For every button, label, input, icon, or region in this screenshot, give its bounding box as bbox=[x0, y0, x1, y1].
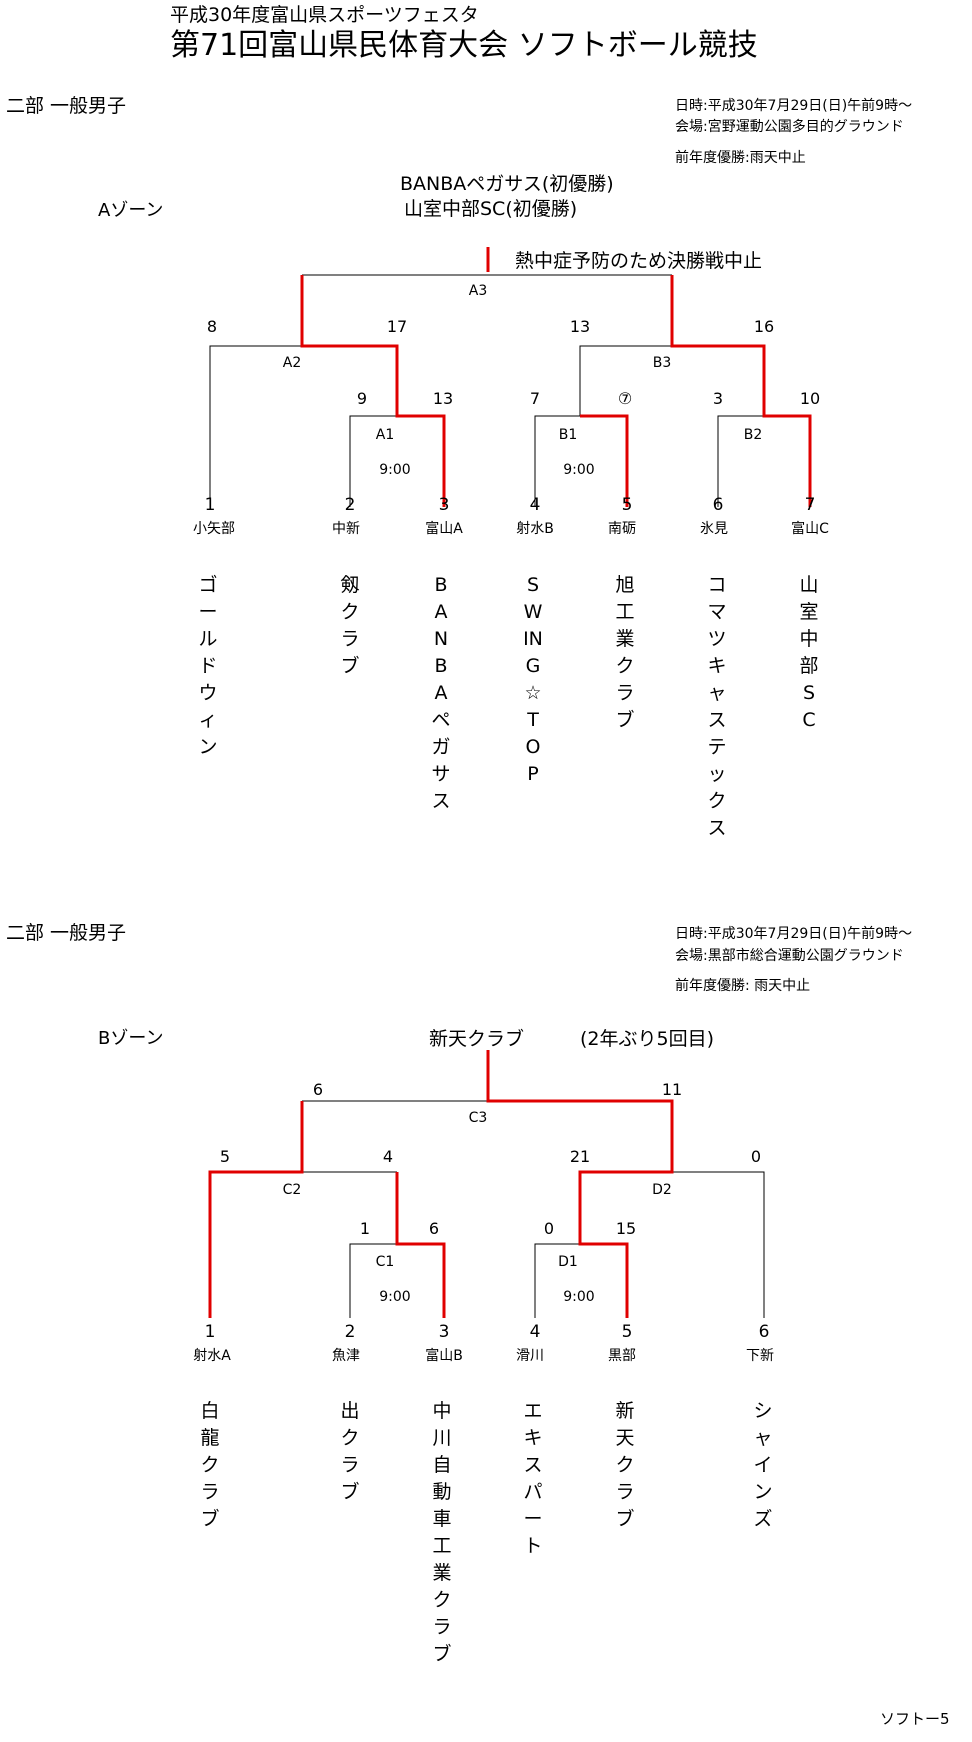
match-time-c1: 9:00 bbox=[379, 1289, 411, 1305]
score-a2-left: 8 bbox=[206, 317, 218, 336]
team-num-a3: 3 bbox=[438, 495, 450, 515]
team-area-a6: 氷見 bbox=[700, 521, 728, 537]
match-time-d1: 9:00 bbox=[563, 1289, 595, 1305]
team-num-b4: 4 bbox=[529, 1322, 541, 1342]
score-a1-right: 13 bbox=[432, 389, 454, 408]
team-area-a4: 射水B bbox=[516, 521, 554, 537]
team-name-b5: 新天クラブ bbox=[615, 1400, 635, 1530]
match-label-b3: B3 bbox=[652, 355, 672, 371]
team-area-b4: 滑川 bbox=[516, 1348, 544, 1364]
team-area-a3: 富山A bbox=[425, 521, 463, 537]
team-num-a5: 5 bbox=[621, 495, 633, 515]
team-name-a2: 剱クラブ bbox=[340, 574, 360, 677]
team-area-a2: 中新 bbox=[332, 521, 360, 537]
team-num-b2: 2 bbox=[344, 1322, 356, 1342]
prev-winner-text-a: 前年度優勝:雨天中止 bbox=[675, 150, 806, 166]
score-d1-right: 15 bbox=[615, 1219, 637, 1238]
match-label-d1: D1 bbox=[558, 1254, 578, 1270]
score-b3-right: 16 bbox=[753, 317, 775, 336]
team-num-a7: 7 bbox=[804, 495, 816, 515]
score-c1-right: 6 bbox=[428, 1219, 440, 1238]
team-area-a5: 南砺 bbox=[608, 521, 636, 537]
team-area-a1: 小矢部 bbox=[193, 521, 235, 537]
team-name-a7: 山室中部SC bbox=[799, 574, 819, 731]
team-name-a1: ゴールドウィン bbox=[198, 574, 218, 758]
team-num-a2: 2 bbox=[344, 495, 356, 515]
score-b3-left: 13 bbox=[569, 317, 591, 336]
match-label-a3: A3 bbox=[468, 283, 488, 299]
date-text-a: 日時:平成30年7月29日(日)午前9時〜 bbox=[675, 98, 913, 114]
team-name-b2: 出クラブ bbox=[340, 1400, 360, 1503]
division-label-a: 二部 一般男子 bbox=[6, 95, 127, 117]
champion-line-1: BANBAペガサス(初優勝) bbox=[400, 173, 614, 195]
score-d2-right: 0 bbox=[750, 1147, 762, 1166]
score-a1-left: 9 bbox=[356, 389, 368, 408]
team-name-b1: 白龍クラブ bbox=[200, 1400, 220, 1530]
team-name-b4: エキスパート bbox=[523, 1400, 543, 1557]
zone-label-a: Aゾーン bbox=[98, 200, 164, 221]
team-area-b5: 黒部 bbox=[608, 1348, 636, 1364]
score-c2-left: 5 bbox=[219, 1147, 231, 1166]
team-num-a6: 6 bbox=[712, 495, 724, 515]
team-name-b3: 中川自動車工業クラブ bbox=[432, 1400, 452, 1665]
team-name-a4: SWING☆TOP bbox=[523, 574, 543, 785]
score-c1-left: 1 bbox=[359, 1219, 371, 1238]
score-d1-left: 0 bbox=[543, 1219, 555, 1238]
bracket-b-lines bbox=[302, 1100, 765, 1318]
date-text-b: 日時:平成30年7月29日(日)午前9時〜 bbox=[675, 926, 913, 942]
score-b1-left: 7 bbox=[529, 389, 541, 408]
team-num-b1: 1 bbox=[204, 1322, 216, 1342]
team-name-a6: コマツキャステックス bbox=[707, 574, 727, 839]
prev-winner-text-b: 前年度優勝: 雨天中止 bbox=[675, 978, 811, 994]
champion-b: 新天クラブ bbox=[429, 1028, 525, 1050]
team-num-b6: 6 bbox=[758, 1322, 770, 1342]
team-num-a4: 4 bbox=[529, 495, 541, 515]
match-time-b1: 9:00 bbox=[563, 462, 595, 478]
match-label-c3: C3 bbox=[468, 1110, 488, 1126]
team-area-a7: 富山C bbox=[791, 521, 829, 537]
match-label-b2: B2 bbox=[743, 427, 763, 443]
venue-text-a: 会場:宮野運動公園多目的グラウンド bbox=[675, 119, 904, 135]
team-area-b1: 射水A bbox=[193, 1348, 231, 1364]
match-label-d2: D2 bbox=[652, 1182, 672, 1198]
score-c3-right: 11 bbox=[661, 1080, 683, 1099]
match-label-b1: B1 bbox=[558, 427, 578, 443]
team-num-b3: 3 bbox=[438, 1322, 450, 1342]
score-d2-left: 21 bbox=[569, 1147, 591, 1166]
team-area-b3: 富山B bbox=[425, 1348, 463, 1364]
team-area-b6: 下新 bbox=[746, 1348, 774, 1364]
team-area-b2: 魚津 bbox=[332, 1348, 360, 1364]
team-name-b6: シャインズ bbox=[753, 1400, 773, 1530]
match-label-c2: C2 bbox=[282, 1182, 302, 1198]
zone-label-b: Bゾーン bbox=[98, 1028, 164, 1049]
bracket-b-winner-lines bbox=[208, 1050, 674, 1318]
match-label-c1: C1 bbox=[375, 1254, 395, 1270]
bracket-a-winner-lines bbox=[300, 247, 812, 507]
score-b2-right: 10 bbox=[799, 389, 821, 408]
page-title: 第71回富山県民体育大会 ソフトボール競技 bbox=[170, 28, 758, 63]
score-b2-left: 3 bbox=[712, 389, 724, 408]
score-c2-right: 4 bbox=[382, 1147, 394, 1166]
match-label-a1: A1 bbox=[375, 427, 395, 443]
champion-b-note: (2年ぶり5回目) bbox=[580, 1028, 715, 1050]
score-c3-left: 6 bbox=[312, 1080, 324, 1099]
team-num-a1: 1 bbox=[204, 495, 216, 515]
champion-line-2: 山室中部SC(初優勝) bbox=[404, 198, 578, 220]
venue-text-b: 会場:黒部市総合運動公園グラウンド bbox=[675, 948, 904, 964]
final-cancel-note: 熱中症予防のため決勝戦中止 bbox=[515, 250, 763, 272]
bracket-a-lines bbox=[209, 274, 764, 507]
division-label-b: 二部 一般男子 bbox=[6, 922, 127, 944]
event-subtitle: 平成30年度富山県スポーツフェスタ bbox=[170, 4, 479, 26]
team-name-a5: 旭工業クラブ bbox=[615, 574, 635, 731]
score-b1-right: ⑦ bbox=[617, 389, 633, 408]
team-num-b5: 5 bbox=[621, 1322, 633, 1342]
match-time-a1: 9:00 bbox=[379, 462, 411, 478]
page-number: ソフトー5 bbox=[880, 1710, 950, 1728]
score-a2-right: 17 bbox=[386, 317, 408, 336]
match-label-a2: A2 bbox=[282, 355, 302, 371]
team-name-a3: BANBAペガサス bbox=[431, 574, 451, 812]
